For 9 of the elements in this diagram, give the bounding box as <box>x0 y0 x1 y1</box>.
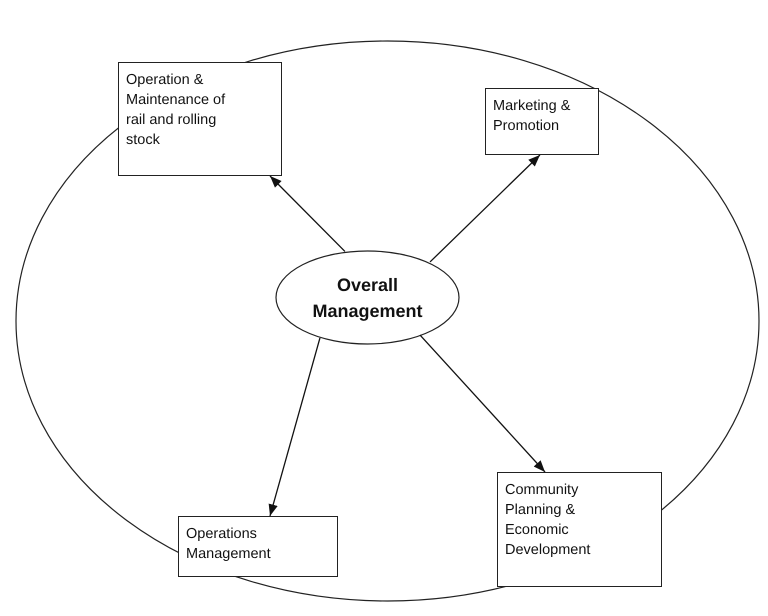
arrow <box>270 176 346 252</box>
arrow <box>420 334 546 472</box>
process-box: Operation & Maintenance of rail and rolling stock <box>118 62 282 176</box>
arrow <box>268 338 321 516</box>
arrow <box>430 154 540 262</box>
process-box: Marketing & Promotion <box>485 88 599 155</box>
process-box: Community Planning & Economic Development <box>497 472 662 587</box>
process-box: Operations Management <box>178 516 338 577</box>
management-ellipse: Overall Management <box>275 250 460 345</box>
